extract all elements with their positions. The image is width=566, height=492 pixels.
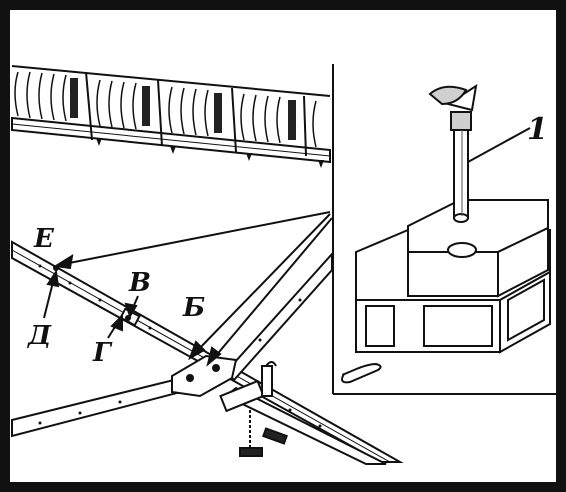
left-bar (11, 374, 198, 438)
bar-holes (38, 264, 322, 428)
hinge-bracket (219, 361, 288, 457)
center-plate-bolt-2 (212, 364, 220, 372)
arrow-b-line (195, 213, 331, 353)
label-1: 1 (527, 112, 548, 147)
reel-teeth (96, 138, 324, 168)
label-g: Г (93, 338, 111, 368)
arrow-e-head (53, 253, 74, 270)
callout-1-line (467, 127, 531, 163)
inset-spring-clip (341, 362, 382, 384)
reel-drums (14, 71, 317, 148)
inset-hole (447, 242, 477, 258)
inset-panel (332, 64, 556, 395)
arrow-v-head (124, 302, 138, 319)
reel-posts (85, 71, 307, 157)
main-bar-edge (11, 249, 391, 463)
right-bar (224, 251, 333, 382)
reel-beam-edge (11, 123, 331, 157)
arrow-d-head (46, 269, 60, 288)
center-plate (171, 354, 238, 398)
reel-top-rail (11, 65, 331, 97)
arrow-g-head (110, 313, 123, 332)
inset-upper-cube (407, 199, 549, 298)
reel-hubs (70, 78, 296, 140)
arrow-e-line (63, 211, 331, 265)
reel-assembly (11, 65, 331, 168)
label-e: Е (34, 224, 54, 254)
arrow-b-head (188, 340, 206, 361)
center-plate-bolt (186, 374, 194, 382)
label-v: В (129, 268, 151, 298)
arrow-plate-head (206, 346, 222, 367)
main-bar (11, 240, 404, 463)
inset-pin (428, 83, 478, 223)
pointer-arrows (43, 211, 333, 367)
arrow-plate-line (213, 217, 333, 359)
frame-bars (11, 240, 404, 465)
label-b: Б (183, 293, 206, 323)
label-d: Д (28, 321, 52, 351)
